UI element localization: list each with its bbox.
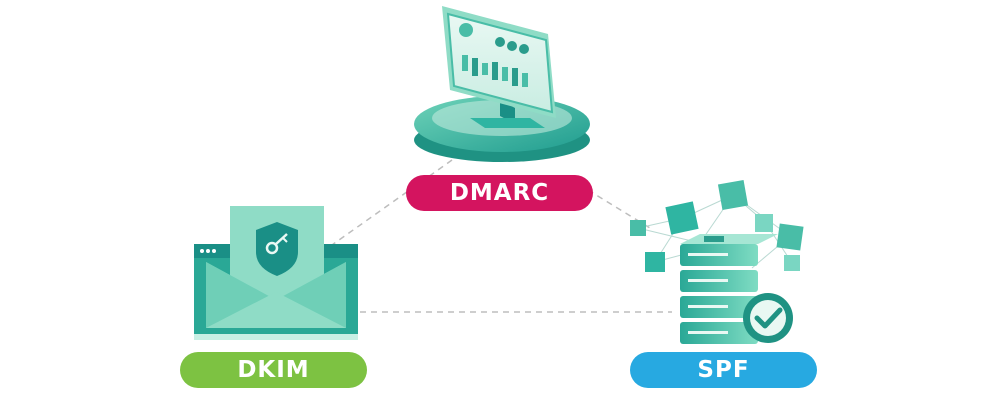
monitor-dashboard-icon xyxy=(414,6,590,162)
dkim-label: DKIM xyxy=(180,352,367,388)
envelope-key-shield-icon xyxy=(194,206,358,340)
dmarc-label: DMARC xyxy=(406,175,593,211)
spf-label: SPF xyxy=(630,352,817,388)
check-badge-icon xyxy=(743,293,793,343)
server-network-check-icon xyxy=(630,179,804,344)
server-stack xyxy=(680,234,778,344)
network-node-cubes xyxy=(630,179,804,272)
connector-dmarc-dkim xyxy=(331,159,453,246)
